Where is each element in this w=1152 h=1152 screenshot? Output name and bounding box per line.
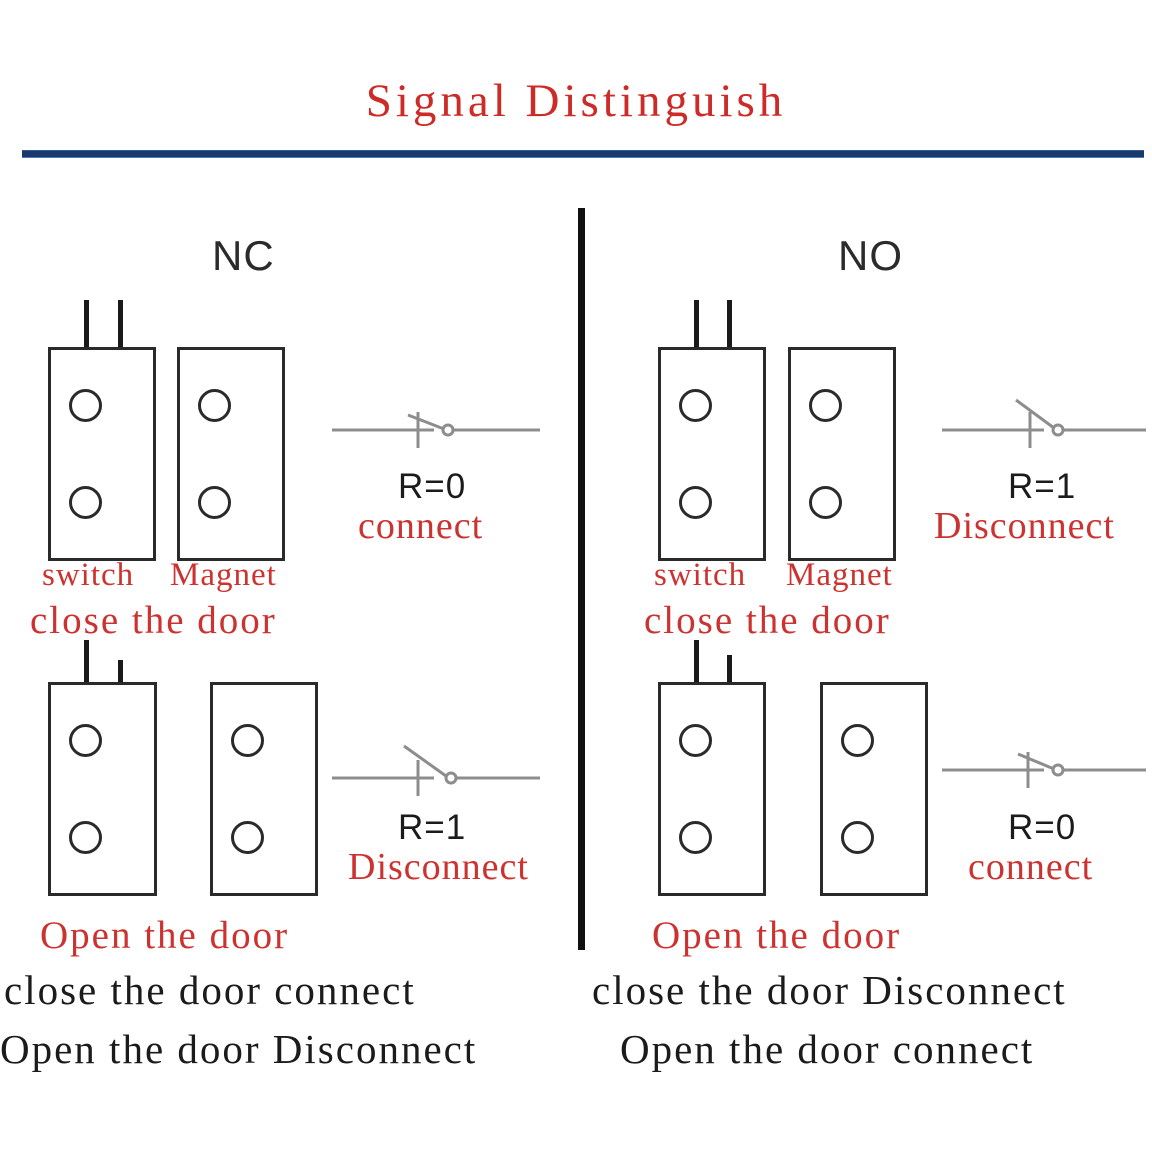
switch-led-bottom [679, 486, 712, 519]
summary-line-no-open: Open the door connect [620, 1026, 1035, 1072]
resistance-value-nc-open: R=1 [398, 808, 467, 847]
switch-led-bottom [679, 821, 712, 854]
reed-switch-body [48, 347, 156, 561]
schematic-switch-no-open [942, 752, 1146, 788]
magnet-led-top [198, 389, 231, 422]
panel-header-nc: NC [212, 232, 275, 279]
state-label-no-closed: close the door [644, 599, 891, 642]
summary-line-no-close: close the door Disconnect [592, 967, 1067, 1013]
resistance-value-no-closed: R=1 [1008, 467, 1077, 506]
switch-led-top [69, 389, 102, 422]
magnet-body [210, 682, 318, 896]
switch-led-top [69, 724, 102, 757]
conduction-label-no-open: connect [968, 846, 1094, 888]
summary-line-nc-close: close the door connect [4, 967, 416, 1013]
title-divider-rule [22, 150, 1144, 158]
state-label-nc-closed: close the door [30, 599, 277, 642]
magnet-led-bottom [809, 486, 842, 519]
magnet-led-top [809, 389, 842, 422]
schematic-switch-nc-closed [332, 412, 540, 448]
state-label-nc-open: Open the door [40, 914, 290, 957]
magnet-body [177, 347, 285, 561]
switch-lead-wire-right [118, 300, 123, 350]
switch-lead-wire-left [694, 640, 699, 683]
schematic-switch-nc-open [332, 744, 540, 796]
switch-lead-wire-left [84, 300, 89, 350]
magnet-led-bottom [841, 821, 874, 854]
conduction-label-nc-closed: connect [358, 505, 484, 547]
magnet-led-bottom [198, 486, 231, 519]
magnet-led-bottom [231, 821, 264, 854]
panel-divider [578, 208, 585, 950]
magnet-led-top [231, 724, 264, 757]
magnet-led-top [841, 724, 874, 757]
schematic-switch-no-closed [942, 398, 1146, 448]
switch-lead-wire-left [84, 640, 89, 683]
conduction-label-nc-open: Disconnect [348, 846, 529, 888]
resistance-value-no-open: R=0 [1008, 808, 1077, 847]
reed-switch-body [658, 347, 766, 561]
panel-header-no: NO [838, 232, 903, 279]
parts-label-magnet-no: Magnet [786, 557, 893, 593]
switch-led-bottom [69, 486, 102, 519]
parts-label-switch-nc: switch [42, 557, 135, 593]
conduction-label-no-closed: Disconnect [934, 505, 1115, 547]
page-title: Signal Distinguish [365, 75, 787, 127]
switch-led-top [679, 389, 712, 422]
state-label-no-open: Open the door [652, 914, 902, 957]
switch-led-top [679, 724, 712, 757]
magnet-body [788, 347, 896, 561]
reed-switch-body [48, 682, 157, 896]
parts-label-switch-no: switch [654, 557, 747, 593]
switch-lead-wire-left [694, 300, 699, 350]
reed-switch-body [658, 682, 766, 896]
switch-lead-wire-right [727, 655, 732, 683]
summary-line-nc-open: Open the door Disconnect [0, 1026, 478, 1072]
switch-lead-wire-right [118, 660, 123, 683]
switch-led-bottom [69, 821, 102, 854]
parts-label-magnet-nc: Magnet [170, 557, 277, 593]
magnet-body [820, 682, 928, 896]
switch-lead-wire-right [727, 300, 732, 350]
resistance-value-nc-closed: R=0 [398, 467, 467, 506]
